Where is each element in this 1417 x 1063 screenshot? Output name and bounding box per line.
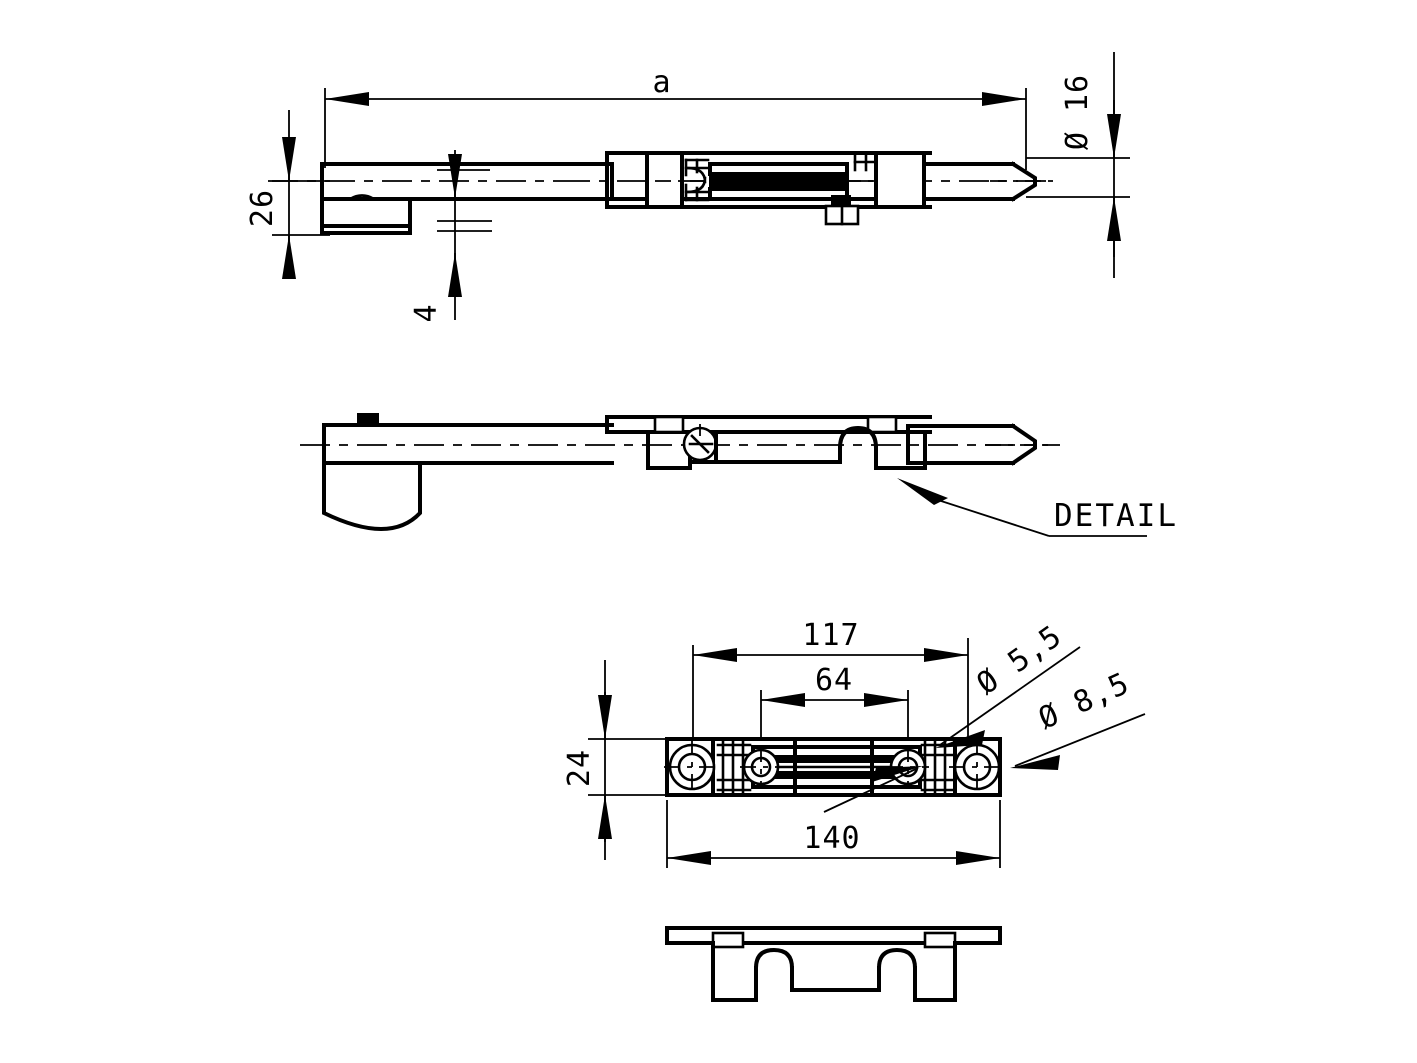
top-view-rod-tip bbox=[922, 161, 1055, 202]
detail-leader-line bbox=[937, 499, 1050, 537]
detail-label-text: DETAIL bbox=[1054, 498, 1178, 534]
dimension-diameter-16: Ø 16 bbox=[1026, 52, 1130, 278]
dimension-a-text: a bbox=[652, 65, 671, 100]
dimension-117: 117 bbox=[692, 618, 969, 742]
plate-view-group: 117 64 140 24 bbox=[562, 618, 1146, 868]
plate-hole-1 bbox=[664, 739, 720, 795]
dimension-26-text: 26 bbox=[245, 189, 280, 227]
middle-view-body bbox=[646, 424, 927, 470]
plate-boss-left bbox=[716, 739, 752, 795]
middle-view-top-rail bbox=[605, 415, 932, 434]
middle-view-left-cylinder bbox=[322, 413, 614, 531]
dimension-diameter-16-text: Ø 16 bbox=[1060, 74, 1095, 150]
top-view-group: a 26 4 Ø 16 bbox=[245, 52, 1130, 323]
dimension-24-text: 24 bbox=[562, 749, 597, 787]
detail-callout: DETAIL bbox=[897, 478, 1178, 537]
dimension-26: 26 bbox=[245, 110, 330, 279]
dimension-diameter-8-5-text: Ø 8,5 bbox=[1033, 666, 1134, 737]
dimension-140: 140 bbox=[666, 800, 1001, 868]
top-view-guide-right bbox=[874, 151, 926, 209]
dimension-64-text: 64 bbox=[815, 663, 853, 698]
plate-leader-extra bbox=[823, 766, 923, 813]
plate-section-group bbox=[665, 926, 1002, 1002]
dimension-4-text: 4 bbox=[409, 303, 444, 322]
middle-view-group: DETAIL bbox=[300, 413, 1178, 537]
detail-arrowhead bbox=[897, 478, 948, 505]
plate-hole-4 bbox=[949, 739, 1005, 795]
dimension-24: 24 bbox=[562, 660, 680, 860]
dimension-140-text: 140 bbox=[803, 821, 860, 856]
middle-view-rod-tip bbox=[906, 423, 1050, 466]
plate-hole-2 bbox=[740, 746, 782, 788]
dimension-64: 64 bbox=[760, 663, 909, 742]
top-view-latch-assembly bbox=[655, 153, 900, 226]
dimension-117-text: 117 bbox=[802, 618, 859, 653]
dimension-a: a bbox=[324, 65, 1027, 170]
dimension-4: 4 bbox=[409, 150, 492, 323]
